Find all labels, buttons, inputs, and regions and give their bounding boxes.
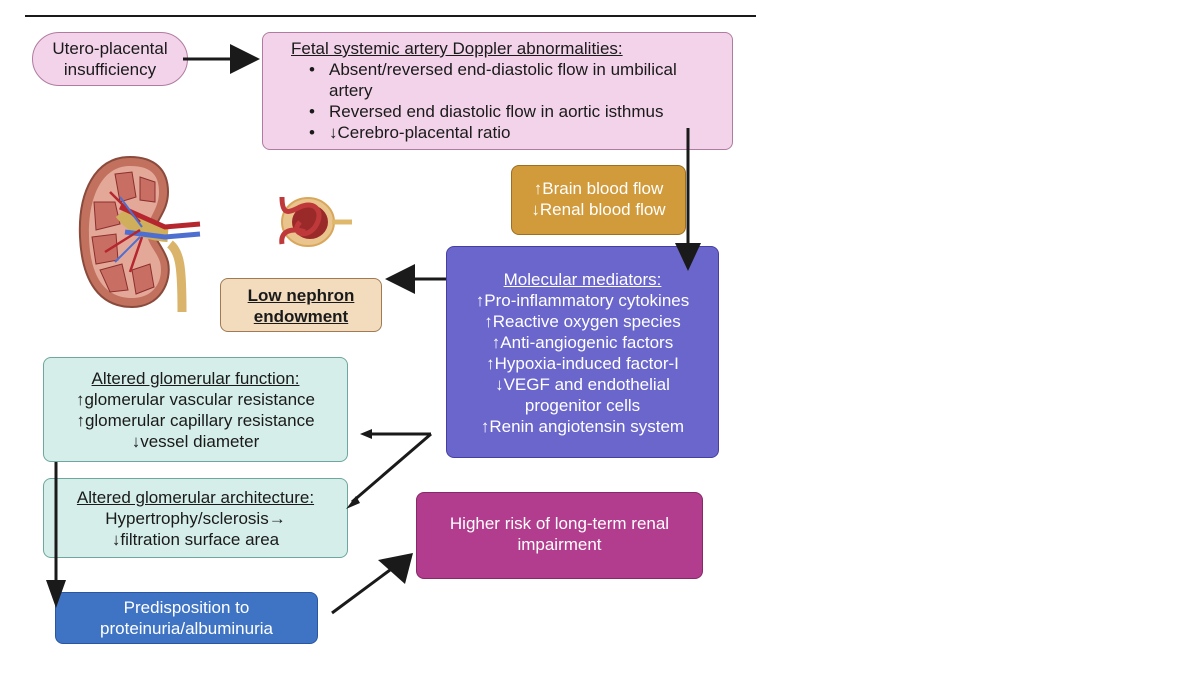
low-nephron-line-1: Low nephron	[247, 286, 355, 305]
fetal-bullet-list: Absent/reversed end-diastolic flow in um…	[291, 59, 732, 143]
molecular-line: ↑Renin angiotensin system	[480, 417, 685, 436]
top-divider-line	[25, 15, 756, 17]
arrowhead-left	[385, 264, 415, 294]
arrowhead-diag-up-right	[378, 553, 413, 584]
node-altered-glomerular-function: Altered glomerular function: ↑glomerular…	[43, 357, 348, 462]
molecular-title: Molecular mediators:	[503, 270, 662, 289]
molecular-line: ↑Pro-inflammatory cytokines	[475, 291, 690, 310]
blood-flow-line-1: ↑Brain blood flow	[533, 179, 664, 198]
glom-architecture-line: ↓filtration surface area	[111, 530, 280, 549]
node-blood-flow: ↑Brain blood flow ↓Renal blood flow	[511, 165, 686, 235]
arrow-molecular-to-architecture	[351, 432, 432, 504]
molecular-line: ↓VEGF and endothelial	[495, 375, 670, 394]
glomerulus-illustration	[279, 196, 352, 247]
node-proteinuria-predisposition: Predisposition to proteinuria/albuminuri…	[55, 592, 318, 644]
glom-function-line: ↑glomerular capillary resistance	[76, 411, 315, 430]
renal-risk-line-1: Higher risk of long-term renal	[449, 514, 670, 533]
molecular-line: ↑Hypoxia-induced factor-I	[486, 354, 679, 373]
arrowhead-right	[230, 44, 260, 74]
glom-function-title: Altered glomerular function:	[91, 369, 300, 388]
proteinuria-line-2: proteinuria/albuminuria	[100, 619, 273, 638]
renal-risk-line-2: impairment	[517, 535, 602, 554]
kidney-illustration	[78, 155, 201, 313]
node-utero-placental-insufficiency: Utero-placental insufficiency	[32, 32, 188, 86]
glom-architecture-title: Altered glomerular architecture:	[76, 488, 315, 507]
molecular-line: progenitor cells	[524, 396, 641, 415]
node-low-nephron-endowment: Low nephron endowment	[220, 278, 382, 332]
blood-flow-line-2: ↓Renal blood flow	[531, 200, 666, 219]
arrowhead-left-small	[360, 429, 372, 439]
node-fetal-doppler-abnormalities: Fetal systemic artery Doppler abnormalit…	[262, 32, 733, 150]
arrow-proteinuria-to-risk	[331, 568, 391, 615]
glom-architecture-line: Hypertrophy/sclerosis→	[105, 509, 286, 528]
glom-function-line: ↓vessel diameter	[131, 432, 260, 451]
molecular-line: ↑Reactive oxygen species	[484, 312, 681, 331]
fetal-bullet: Reversed end diastolic flow in aortic is…	[309, 101, 732, 122]
utero-line-1: Utero-placental	[52, 39, 168, 58]
utero-line-2: insufficiency	[63, 60, 157, 79]
proteinuria-line-1: Predisposition to	[123, 598, 250, 617]
arrowhead-diag-down-left	[346, 496, 360, 509]
glom-function-line: ↑glomerular vascular resistance	[75, 390, 316, 409]
node-altered-glomerular-architecture: Altered glomerular architecture: Hypertr…	[43, 478, 348, 558]
molecular-line: ↑Anti-angiogenic factors	[491, 333, 674, 352]
fetal-bullet: ↓Cerebro-placental ratio	[309, 122, 732, 143]
low-nephron-line-2: endowment	[253, 307, 349, 326]
arrowhead-down	[675, 243, 701, 271]
node-molecular-mediators: Molecular mediators: ↑Pro-inflammatory c…	[446, 246, 719, 458]
fetal-title: Fetal systemic artery Doppler abnormalit…	[291, 39, 623, 58]
fetal-bullet: Absent/reversed end-diastolic flow in um…	[309, 59, 689, 101]
arrowhead-down-small	[46, 580, 66, 608]
node-renal-impairment-risk: Higher risk of long-term renal impairmen…	[416, 492, 703, 579]
